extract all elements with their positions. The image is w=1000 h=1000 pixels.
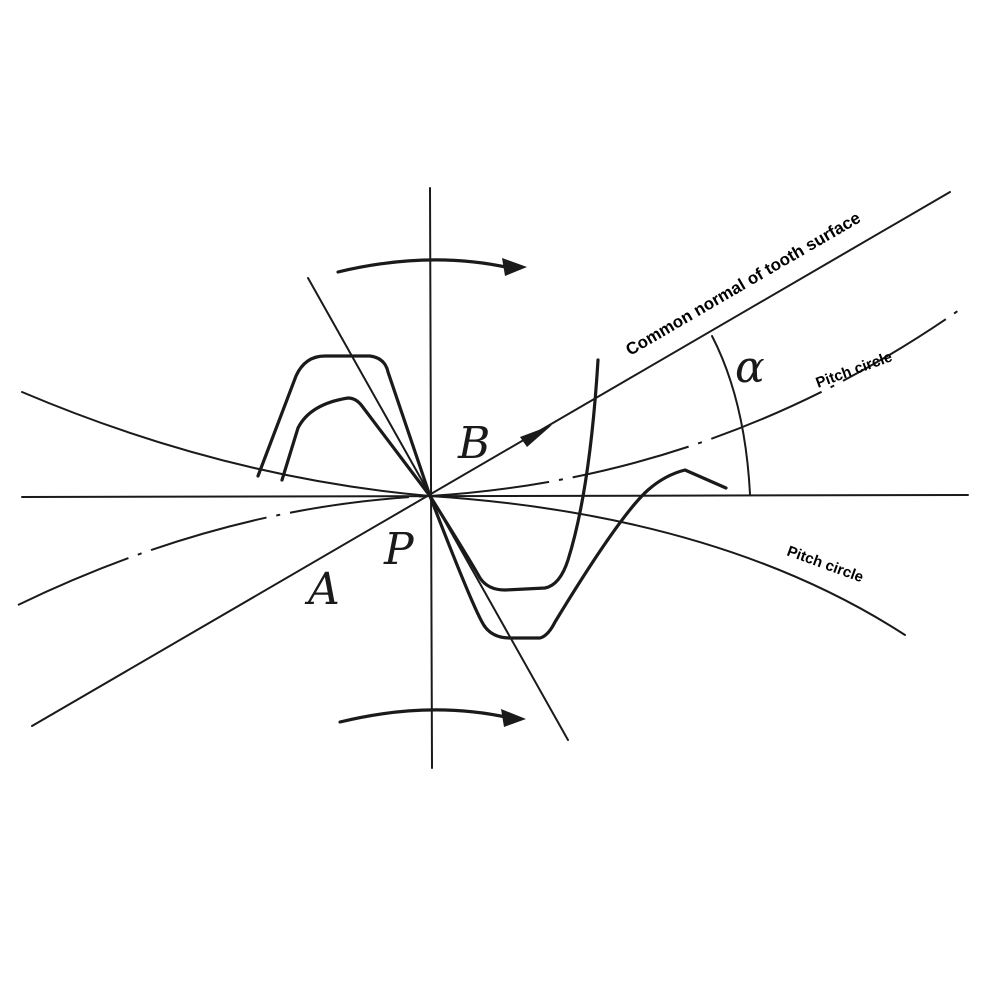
common-normal-line xyxy=(31,191,951,727)
pitch-circle-lower-arc xyxy=(429,495,906,636)
upper-rotation-arrow-icon xyxy=(502,258,527,276)
lower-gear-tooth-outer xyxy=(428,468,728,640)
pressure-angle-arc xyxy=(711,335,751,495)
vertical-center-line xyxy=(429,187,433,769)
pitch-circle-upper-arc xyxy=(429,307,963,497)
label-common-normal: Common normal of tooth surface xyxy=(622,208,863,359)
label-point-a: A xyxy=(304,564,340,615)
label-point-p: P xyxy=(383,524,415,575)
lower-rotation-arc xyxy=(338,708,512,724)
label-pitch-circle-upper: Pitch circle xyxy=(814,348,895,391)
upper-rotation-arc xyxy=(336,258,512,274)
pitch-circle-lower-arc-left xyxy=(17,495,431,606)
upper-gear-tooth-inner xyxy=(280,396,432,498)
label-pitch-circle-lower: Pitch circle xyxy=(785,543,866,586)
label-alpha: α xyxy=(735,342,765,393)
label-point-b: B xyxy=(457,418,490,469)
upper-gear-pitch-arc-left xyxy=(21,391,431,497)
upper-gear-tooth-outer xyxy=(256,354,432,498)
lower-rotation-arrow-icon xyxy=(501,709,526,727)
lower-gear-tooth-inner xyxy=(428,358,600,592)
horizontal-center-line xyxy=(21,494,969,498)
direction-arrow-b xyxy=(520,425,552,447)
